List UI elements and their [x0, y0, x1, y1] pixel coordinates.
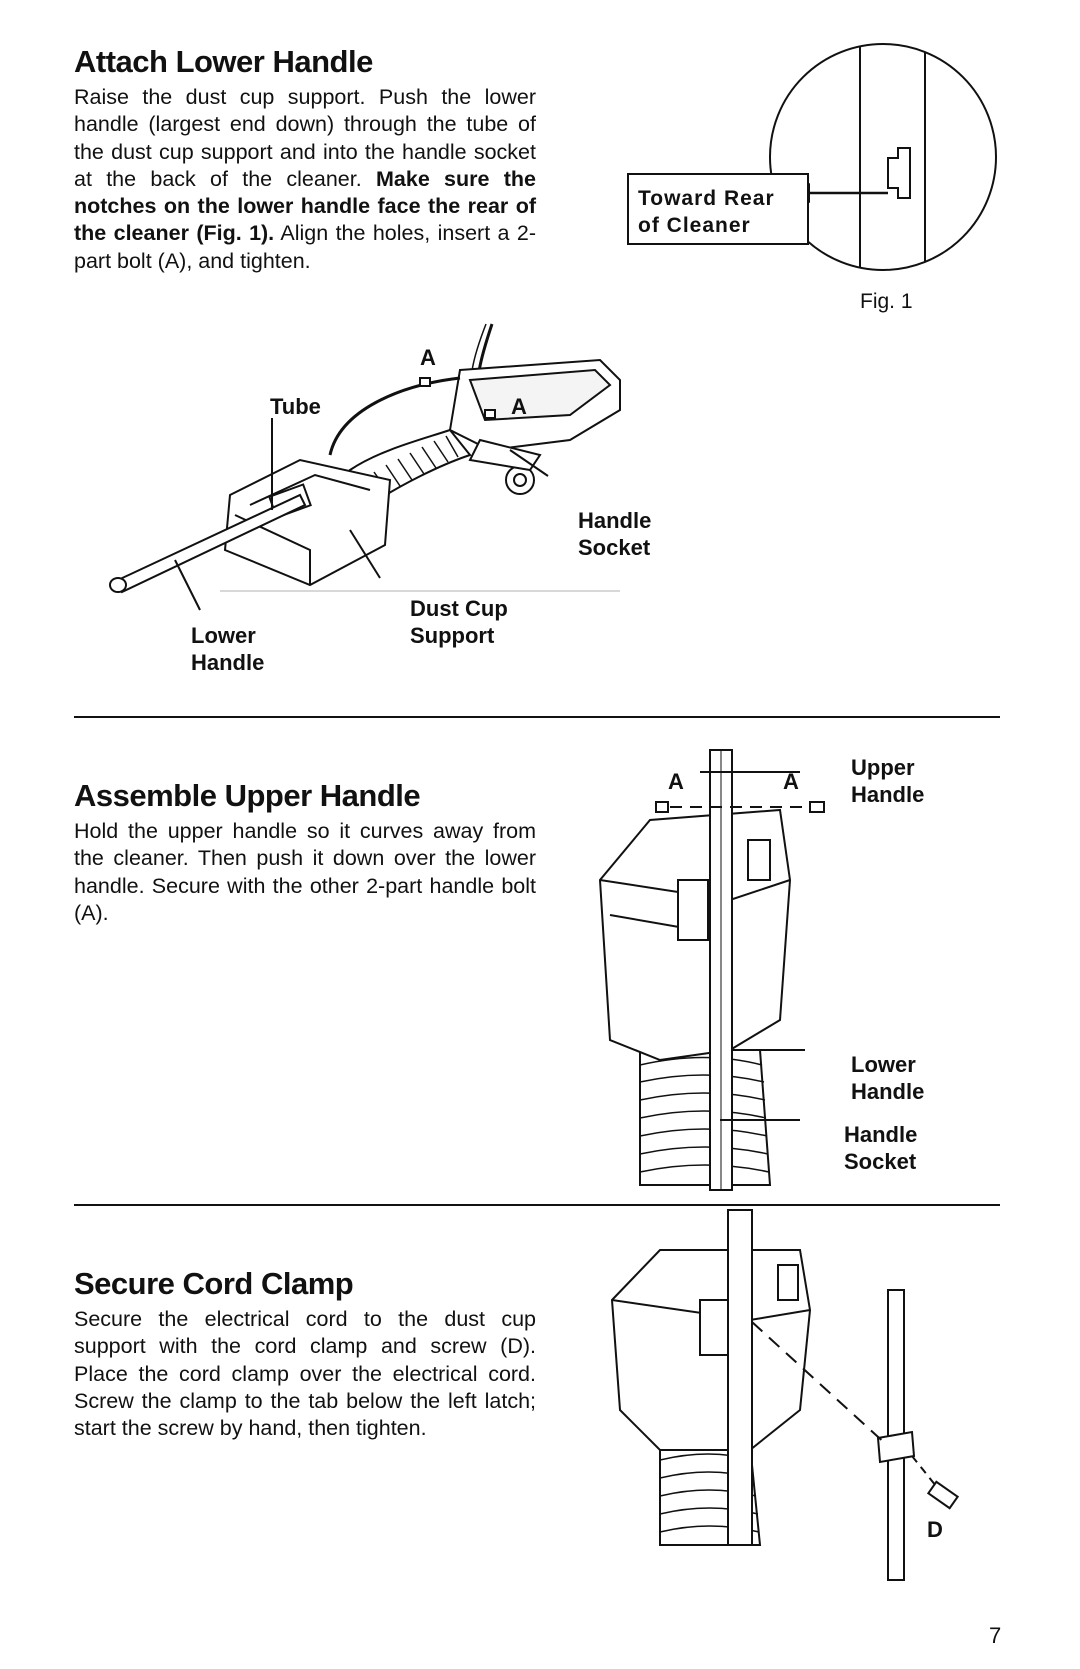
diagram1-label-tube: Tube [270, 394, 321, 419]
fig1-caption: Fig. 1 [860, 290, 913, 313]
diagram1-label-lower-handle: Lower Handle [191, 622, 264, 676]
diagram1-label-dust-cup-support: Dust Cup Support [410, 595, 508, 649]
diagram2-upper-handle-line1: Upper [851, 755, 915, 780]
fig1-callout-line2: of Cleaner [638, 214, 751, 237]
cord-clamp-diagram [610, 1209, 960, 1581]
section-divider-2 [74, 1204, 1000, 1206]
diagram2-lower-handle-line1: Lower [851, 1052, 916, 1077]
fig1-callout-line1: Toward Rear [638, 187, 775, 210]
diagram2-label-handle-socket: Handle Socket [844, 1121, 917, 1175]
diagram2-label-a-right: A [783, 769, 799, 794]
diagram1-label-handle-socket: Handle Socket [578, 507, 651, 561]
section-divider-1 [74, 716, 1000, 718]
fig1-callout-box: Toward Rear of Cleaner [627, 173, 809, 245]
diagram1-label-a-top: A [420, 345, 436, 370]
secure-cord-clamp-heading: Secure Cord Clamp [74, 1266, 354, 1301]
assemble-upper-handle-heading: Assemble Upper Handle [74, 778, 421, 813]
attach-lower-handle-text: Raise the dust cup support. Push the low… [74, 84, 536, 275]
upper-handle-diagram [598, 749, 825, 1191]
lower-handle-diagram [109, 323, 621, 611]
diagram2-lower-handle-line2: Handle [851, 1079, 925, 1104]
assemble-upper-handle-text: Hold the upper handle so it curves away … [74, 819, 536, 925]
page-number: 7 [989, 1623, 1002, 1648]
fig1-detail-illustration [769, 43, 997, 271]
diagram1-dust-cup-line1: Dust Cup [410, 596, 508, 621]
secure-cord-clamp-text: Secure the electrical cord to the dust c… [74, 1307, 536, 1441]
diagram2-handle-socket-line1: Handle [844, 1122, 918, 1147]
diagram2-handle-socket-line2: Socket [844, 1149, 917, 1174]
diagram2-label-upper-handle: Upper Handle [851, 754, 924, 808]
diagram1-dust-cup-line2: Support [410, 623, 495, 648]
diagram1-label-a-mid: A [511, 394, 527, 419]
diagram2-label-lower-handle: Lower Handle [851, 1051, 924, 1105]
diagram1-handle-socket-line1: Handle [578, 508, 652, 533]
diagram1-handle-socket-line2: Socket [578, 535, 651, 560]
diagram2-label-a-left: A [668, 769, 684, 794]
diagram1-lower-handle-line2: Handle [191, 650, 265, 675]
diagram3-label-d: D [927, 1517, 943, 1542]
diagram2-upper-handle-line2: Handle [851, 782, 925, 807]
attach-text-part-2: Align the holes, insert a 2-part bolt (A… [74, 221, 536, 273]
diagram1-lower-handle-line1: Lower [191, 623, 256, 648]
attach-text-bold: Make sure the notches on the lower handl… [74, 166, 536, 246]
attach-text-part-1: Raise the dust cup support. Push the low… [74, 85, 536, 191]
attach-lower-handle-heading: Attach Lower Handle [74, 44, 373, 79]
